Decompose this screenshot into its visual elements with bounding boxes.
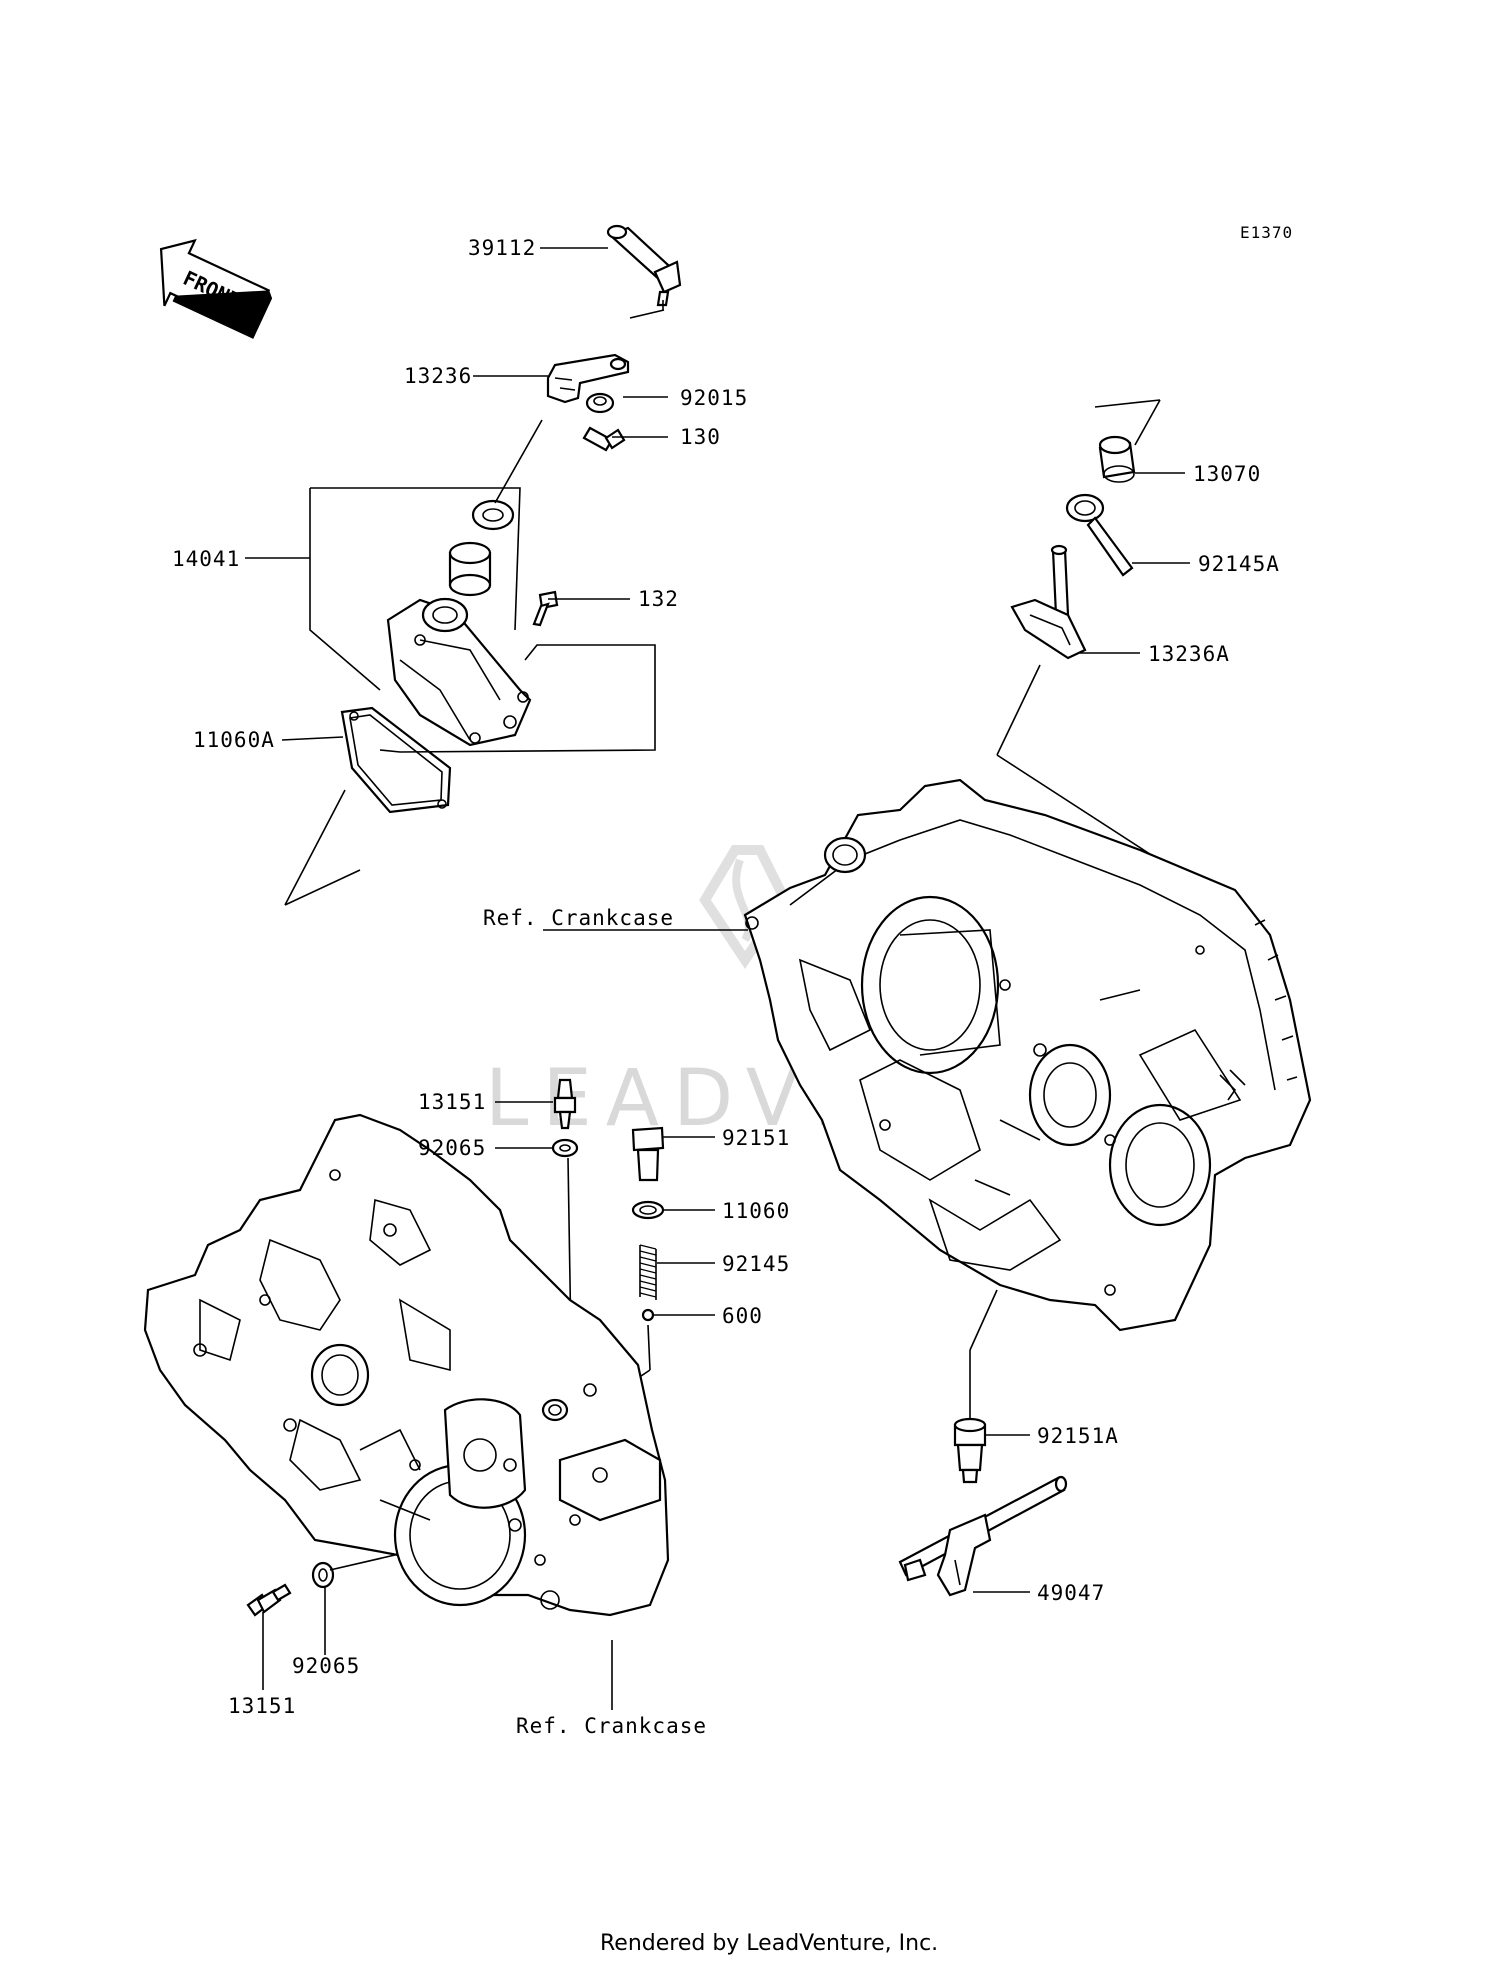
leader-lines-lower-right (969, 1289, 1030, 1593)
ball-600 (641, 1308, 655, 1322)
part-label-92145[interactable]: 92145 (722, 1252, 790, 1276)
part-label-92145A[interactable]: 92145A (1198, 552, 1280, 576)
part-label-11060[interactable]: 11060 (722, 1199, 790, 1223)
part-label-132[interactable]: 132 (638, 587, 679, 611)
shift-fork-49047 (898, 1475, 1068, 1597)
plug-92151A (953, 1417, 987, 1484)
shift-lever (546, 353, 630, 404)
bolt-132 (532, 590, 559, 627)
nut-92015 (585, 392, 615, 414)
part-label-92015[interactable]: 92015 (680, 386, 748, 410)
part-label-13236A[interactable]: 13236A (1148, 642, 1230, 666)
collar-13070 (1098, 435, 1136, 483)
washer-92065-bottom (311, 1561, 335, 1589)
oil-seal (471, 499, 515, 531)
crankcase-right (743, 778, 1312, 1332)
bolt-130 (582, 426, 626, 452)
washer-11060 (631, 1200, 665, 1220)
diagram-code: E1370 (1240, 223, 1293, 242)
part-label-39112[interactable]: 39112 (468, 236, 536, 260)
shift-shaft-cover (386, 597, 532, 747)
switch-13151-bottom (246, 1583, 292, 1617)
crankcase-left (143, 1113, 670, 1617)
ref-crankcase-label-lower[interactable]: Ref. Crankcase (516, 1714, 707, 1738)
plug-92151 (631, 1126, 665, 1182)
part-label-13236[interactable]: 13236 (404, 364, 472, 388)
shift-pedal-rod (606, 224, 682, 310)
ref-crankcase-label-upper[interactable]: Ref. Crankcase (483, 906, 674, 930)
footer-credit: Rendered by LeadVenture, Inc. (600, 1931, 938, 1956)
part-labels: 39112 13236 92015 130 14041 132 11060A 1… (172, 236, 1280, 1738)
front-arrow-icon: FRONT (159, 238, 273, 339)
part-label-600[interactable]: 600 (722, 1304, 763, 1328)
washer-92065-top (551, 1138, 579, 1158)
part-label-13151-bottom[interactable]: 13151 (228, 1694, 296, 1718)
part-label-92151[interactable]: 92151 (722, 1126, 790, 1150)
switch-13151-top (553, 1078, 577, 1130)
gasket-11060A (340, 706, 452, 814)
leader-lines-lower-left (262, 1554, 613, 1710)
part-label-11060A[interactable]: 11060A (193, 728, 275, 752)
part-label-14041[interactable]: 14041 (172, 547, 240, 571)
part-label-13070[interactable]: 13070 (1193, 462, 1261, 486)
part-label-92151A[interactable]: 92151A (1037, 1424, 1119, 1448)
spring-92145 (639, 1244, 657, 1300)
leader-lines-upper-left (245, 247, 668, 906)
bushing (448, 541, 492, 597)
part-label-92065-top[interactable]: 92065 (418, 1136, 486, 1160)
part-label-130[interactable]: 130 (680, 425, 721, 449)
part-label-13151-top[interactable]: 13151 (418, 1090, 486, 1114)
spring-92145A (1065, 493, 1134, 577)
shift-shaft-13236A (1010, 544, 1087, 660)
part-label-49047[interactable]: 49047 (1037, 1581, 1105, 1605)
part-label-92065-bottom[interactable]: 92065 (292, 1654, 360, 1678)
